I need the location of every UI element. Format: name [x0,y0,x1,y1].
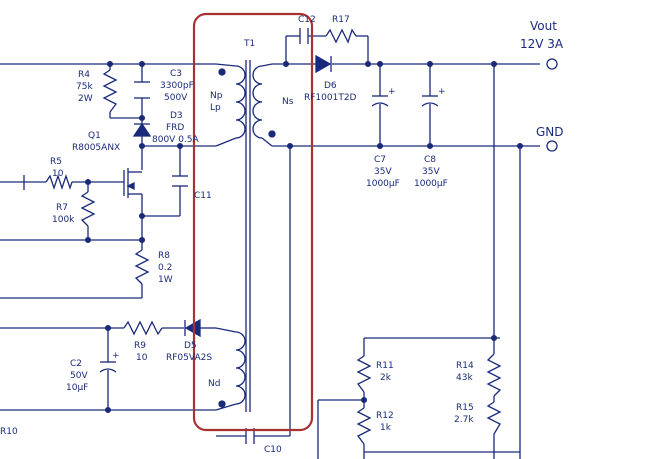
label-r17: R17 [332,15,350,25]
labels: T1 C12 R17 Vout 12V 3A GND R4 75k 2W C3 … [0,15,564,455]
label-c2-name: C2 [70,359,82,369]
label-c7-val1: 35V [374,167,392,177]
label-d3-val2: 800V 0.5A [152,135,200,145]
resistor-r4 [102,69,118,113]
diode-d5 [184,318,201,338]
polarity-dot [268,130,276,138]
label-r14-name: R14 [456,361,474,371]
label-r11-val: 2k [380,373,392,383]
label-r8-val1: 0.2 [158,263,172,273]
label-r7-name: R7 [56,203,68,213]
label-c8-val2: 1000μF [414,179,448,189]
resistor-r15 [486,401,502,435]
label-vout: Vout [530,19,557,33]
label-c12: C12 [298,15,316,25]
label-d6-name: D6 [324,81,337,91]
label-r5-val: 10 [52,169,64,179]
label-r8-val2: 1W [158,275,173,285]
resistor-r9 [123,320,163,336]
label-c3-name: C3 [170,69,182,79]
resistor-r11 [356,355,372,393]
label-r4-name: R4 [78,70,90,80]
label-d3-val1: FRD [166,123,184,133]
label-t1: T1 [243,39,255,49]
label-r15-name: R15 [456,403,474,413]
label-lp: Lp [210,103,221,113]
label-c7-val2: 1000μF [366,179,400,189]
capacitor-c3 [134,81,150,99]
terminals [546,58,558,152]
label-c11: C11 [194,191,212,201]
label-r14-val: 43k [456,373,473,383]
resistor-r12 [356,407,372,445]
svg-text:+: + [112,351,120,361]
label-c7-name: C7 [374,155,386,165]
label-c3-val1: 3300pF [160,81,194,91]
capacitors: + + + [99,28,446,444]
label-d6-val: RF1001T2D [304,93,357,103]
transformer-t1 [215,60,276,412]
label-r12-name: R12 [376,411,394,421]
highlight-box [192,12,314,432]
diode-d3 [132,122,152,137]
label-r4-val1: 75k [76,82,93,92]
label-d5-name: D5 [184,341,197,351]
vout-terminal [546,58,558,70]
label-r15-val: 2.7k [454,415,474,425]
label-r4-val2: 2W [78,94,93,104]
capacitor-c12 [299,28,309,44]
junctions [84,60,524,414]
capacitor-c7: + [371,87,396,107]
gnd-terminal [546,140,558,152]
label-d3-name: D3 [170,111,183,121]
label-r8-name: R8 [158,251,170,261]
resistor-r14 [486,353,502,397]
label-r9-val: 10 [136,353,148,363]
resistor-r5 [45,173,73,191]
label-r5-name: R5 [50,157,62,167]
label-q1-val: R8005ANX [72,143,120,153]
label-q1-name: Q1 [88,131,101,141]
label-r10: R10 [0,427,18,437]
label-r7-val: 100k [52,215,75,225]
polarity-dot [218,400,226,408]
label-c10: C10 [264,445,282,455]
label-np: Np [210,91,223,101]
label-c3-val2: 500V [164,93,188,103]
resistor-r8 [134,249,150,285]
resistor-r7 [80,191,96,227]
capacitor-c2: + [99,351,120,373]
label-gnd: GND [536,125,564,139]
label-c8-val1: 35V [422,167,440,177]
label-c2-val2: 10μF [66,383,88,393]
label-r11-name: R11 [376,361,394,371]
resistor-r17 [325,28,357,44]
polarity-dot [218,68,226,76]
label-r12-val: 1k [380,423,392,433]
label-r9-name: R9 [134,341,146,351]
q1-arrow [126,181,135,191]
label-c8-name: C8 [424,155,436,165]
svg-text:+: + [388,87,396,97]
capacitor-c11 [172,175,188,187]
label-ns: Ns [282,97,294,107]
resistors [45,28,502,445]
svg-text:+: + [438,87,446,97]
label-c2-val1: 50V [70,371,88,381]
capacitor-c8: + [421,87,446,107]
diode-d6 [315,54,332,74]
label-nd: Nd [208,379,220,389]
label-d5-val: RF05VA2S [166,353,212,363]
label-vout-spec: 12V 3A [520,37,564,51]
